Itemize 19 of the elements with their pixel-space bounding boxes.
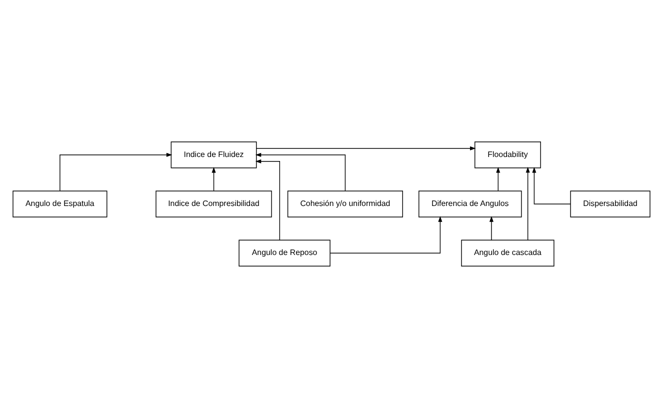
arrow [256, 146, 476, 150]
node-box: Angulo de Reposo [238, 240, 330, 266]
node-box: Angulo de Espatula [12, 190, 108, 218]
arrow [330, 216, 442, 254]
node-box: Angulo de cascada [461, 240, 554, 266]
node-box: Floodability [474, 142, 541, 168]
node-box: Indice de Compresibilidad [156, 190, 272, 218]
arrow [526, 166, 530, 240]
node-box: Cohesión y/o uniformidad [287, 190, 403, 218]
arrow [489, 216, 494, 240]
arrow [60, 152, 172, 192]
arrow [255, 159, 280, 240]
arrow [212, 167, 216, 192]
arrow [496, 167, 500, 192]
arrow [532, 166, 571, 204]
node-box: Indice de Fluidez [170, 142, 257, 168]
node-box: Dispersabilidad [570, 190, 650, 218]
node-box: Diferencia de Angulos [418, 190, 522, 218]
arrow [255, 152, 346, 192]
